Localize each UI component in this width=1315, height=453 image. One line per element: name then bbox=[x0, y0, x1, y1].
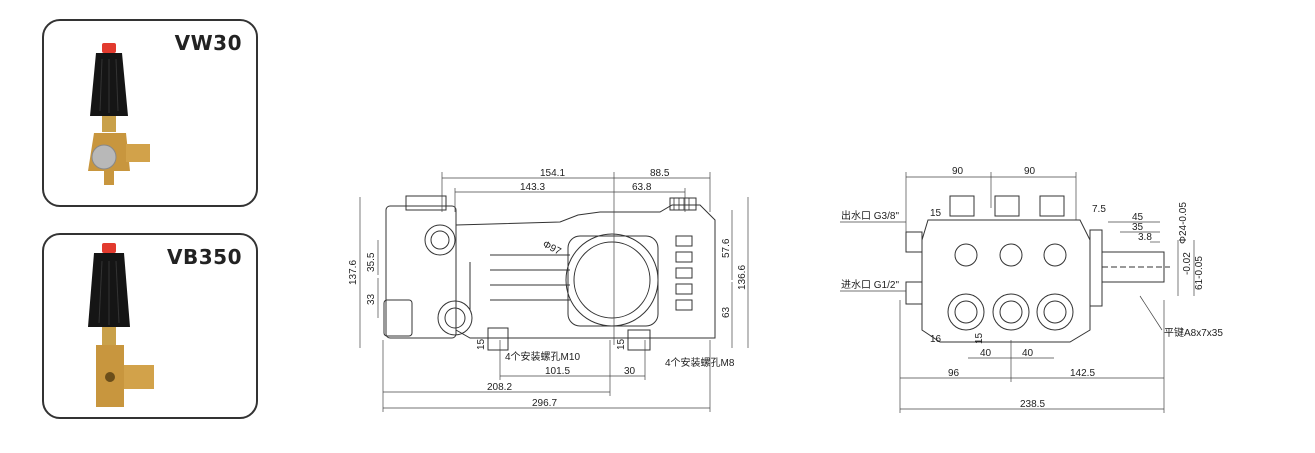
inlet-port-note: 进水口 G1/2" bbox=[841, 279, 899, 291]
dimension-label: 30 bbox=[624, 366, 636, 377]
dimension-label: 35.5 bbox=[366, 252, 377, 272]
product-card-vw30: VW30 bbox=[42, 19, 258, 207]
dimension-label: 40 bbox=[980, 348, 992, 359]
dimension-label: 143.3 bbox=[520, 182, 545, 193]
dimension-label: 57.6 bbox=[721, 238, 732, 258]
dimension-label: 15 bbox=[930, 208, 942, 219]
dimension-label: 15 bbox=[974, 332, 985, 344]
dimension-label: 33 bbox=[366, 293, 377, 305]
outlet-port-note: 出水口 G3/8" bbox=[841, 209, 899, 222]
dimension-label: 45 bbox=[1132, 212, 1144, 223]
mounting-hole-note: 4个安装螺孔M10 bbox=[505, 350, 580, 363]
mounting-hole-note: 4个安装螺孔M8 bbox=[665, 356, 735, 369]
dimension-label: 15 bbox=[476, 338, 487, 350]
pump-front-view bbox=[905, 195, 1170, 343]
dimension-label: 137.6 bbox=[348, 260, 359, 285]
dimension-label: 101.5 bbox=[545, 366, 570, 377]
dimension-label: -0.02 bbox=[1182, 252, 1193, 275]
dimension-label: 142.5 bbox=[1070, 368, 1095, 379]
dimension-label: 88.5 bbox=[650, 168, 670, 179]
dimension-label: Φ24-0.05 bbox=[1178, 202, 1189, 244]
dimension-label: 35 bbox=[1132, 222, 1144, 233]
dimension-label: 63.8 bbox=[632, 182, 652, 193]
dimension-label: 15 bbox=[616, 338, 627, 350]
dimension-label: 40 bbox=[1022, 348, 1034, 359]
side-dimension-lines bbox=[359, 172, 749, 412]
product-card-vb350: VB350 bbox=[42, 233, 258, 419]
dimension-label: 208.2 bbox=[487, 382, 512, 393]
product-model-label: VW30 bbox=[174, 31, 242, 55]
pump-side-view bbox=[383, 195, 716, 351]
dimension-label: 7.5 bbox=[1092, 204, 1106, 215]
dimension-label: 3.8 bbox=[1138, 232, 1152, 243]
key-spec-note: 平键A8x7x35 bbox=[1164, 326, 1223, 339]
dimension-label: 96 bbox=[948, 368, 960, 379]
dimension-label: 90 bbox=[952, 166, 964, 177]
product-model-label: VB350 bbox=[167, 245, 242, 269]
unloader-valve-image bbox=[88, 43, 150, 185]
dimension-label: 136.6 bbox=[737, 265, 748, 290]
front-dimension-lines bbox=[840, 172, 1195, 413]
dimension-label: 61-0.05 bbox=[1194, 256, 1205, 290]
dimension-label: 63 bbox=[721, 306, 732, 318]
dimension-label: 238.5 bbox=[1020, 399, 1045, 410]
dimension-label: 90 bbox=[1024, 166, 1036, 177]
dimension-label: 154.1 bbox=[540, 168, 565, 179]
dimension-label: 296.7 bbox=[532, 398, 557, 409]
dimension-label: 16 bbox=[930, 334, 942, 345]
bypass-valve-image bbox=[88, 243, 154, 407]
